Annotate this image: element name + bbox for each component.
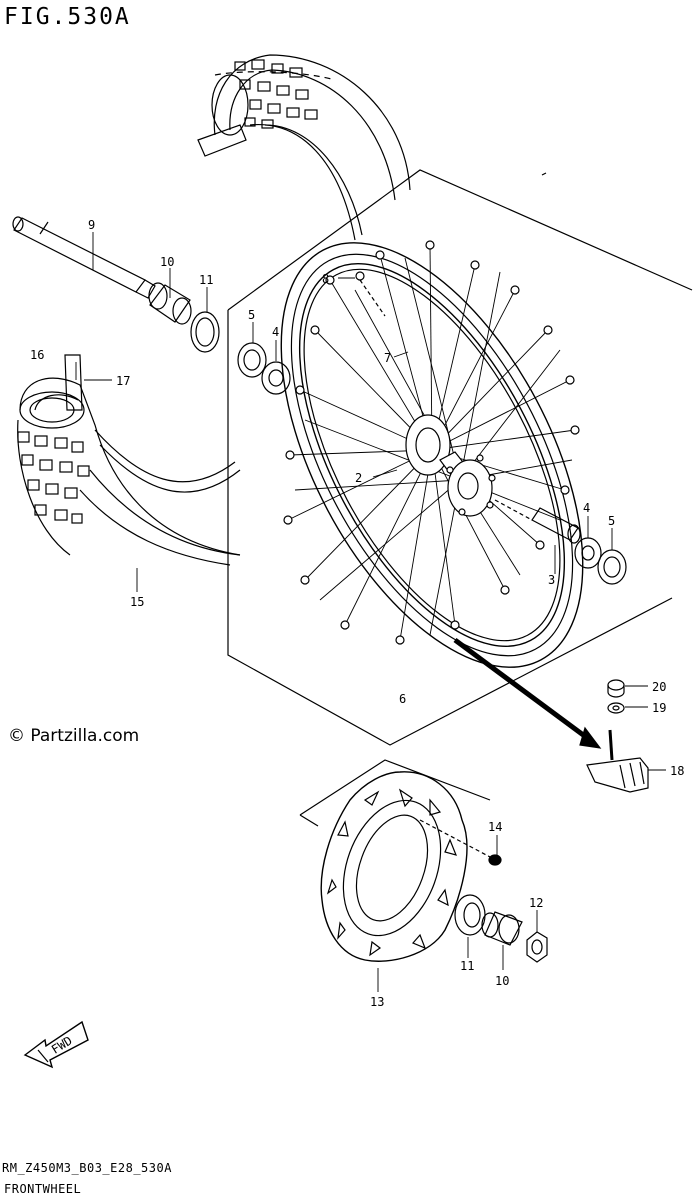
callout-13: 13 bbox=[370, 995, 384, 1009]
watermark: © Partzilla.com bbox=[8, 726, 140, 746]
callout-10-top: 10 bbox=[160, 255, 174, 269]
callout-labels: 9 10 11 5 4 8 7 16 17 15 2 3 4 5 6 20 19… bbox=[30, 218, 684, 1009]
bearing-4-right bbox=[574, 537, 602, 569]
callout-18: 18 bbox=[670, 764, 684, 778]
drawing-code: RM_Z450M3_B03_E28_530A bbox=[2, 1161, 172, 1175]
oil-seal-5-right bbox=[597, 549, 627, 585]
tire-lower-tread bbox=[17, 431, 90, 524]
spacer-10-left bbox=[148, 282, 192, 325]
callout-16: 16 bbox=[30, 348, 44, 362]
callout-leaders bbox=[75, 232, 666, 992]
enclosure-bottom bbox=[227, 310, 673, 746]
callout-15: 15 bbox=[130, 595, 144, 609]
disc-enclosure-left bbox=[299, 814, 319, 827]
dust-seal-11-right bbox=[454, 894, 486, 936]
front-axle bbox=[12, 216, 156, 299]
spacer-10-right bbox=[481, 911, 523, 946]
rim-lock-18 bbox=[586, 729, 649, 793]
callout-8: 8 bbox=[322, 272, 329, 286]
brake-disc-13 bbox=[320, 771, 468, 962]
callout-2: 2 bbox=[355, 471, 362, 485]
callout-17: 17 bbox=[116, 374, 130, 388]
oil-seal-5-left bbox=[237, 342, 267, 378]
callout-12: 12 bbox=[529, 896, 543, 910]
spacer-3 bbox=[494, 499, 581, 544]
washer-19 bbox=[607, 702, 625, 714]
callout-11-bottom: 11 bbox=[460, 959, 474, 973]
callout-10-bottom: 10 bbox=[495, 974, 509, 988]
tire-upper bbox=[197, 54, 411, 241]
fwd-arrow: FWD bbox=[23, 1020, 89, 1069]
callout-11-top: 11 bbox=[199, 273, 213, 287]
figure-number: FIG.530A bbox=[4, 4, 131, 30]
callout-6: 6 bbox=[399, 692, 406, 706]
front-wheel-rim bbox=[280, 242, 584, 668]
spoke-nipples bbox=[283, 240, 580, 645]
callout-19: 19 bbox=[652, 701, 666, 715]
disc-enclosure-top bbox=[299, 759, 491, 816]
diagram-caption: FRONTWHEEL bbox=[4, 1182, 82, 1196]
nut-20 bbox=[607, 679, 625, 698]
callout-9: 9 bbox=[88, 218, 95, 232]
callout-5-left: 5 bbox=[248, 308, 255, 322]
callout-5-right: 5 bbox=[608, 514, 615, 528]
rim-band-17 bbox=[64, 354, 83, 411]
bolt-14 bbox=[419, 819, 502, 866]
callout-4-left: 4 bbox=[272, 325, 279, 339]
tire-upper-tread bbox=[234, 59, 318, 129]
wheel-hub bbox=[405, 414, 496, 517]
callout-4-right: 4 bbox=[583, 501, 590, 515]
callout-20: 20 bbox=[652, 680, 666, 694]
tire-lower bbox=[17, 354, 241, 566]
enclosure-top bbox=[227, 169, 693, 311]
callout-3: 3 bbox=[548, 573, 555, 587]
callout-7: 7 bbox=[384, 351, 391, 365]
bolt-8 bbox=[355, 271, 386, 317]
dust-seal-11-left bbox=[190, 311, 220, 353]
axle-nut-12 bbox=[526, 931, 548, 963]
callout-14: 14 bbox=[488, 820, 502, 834]
